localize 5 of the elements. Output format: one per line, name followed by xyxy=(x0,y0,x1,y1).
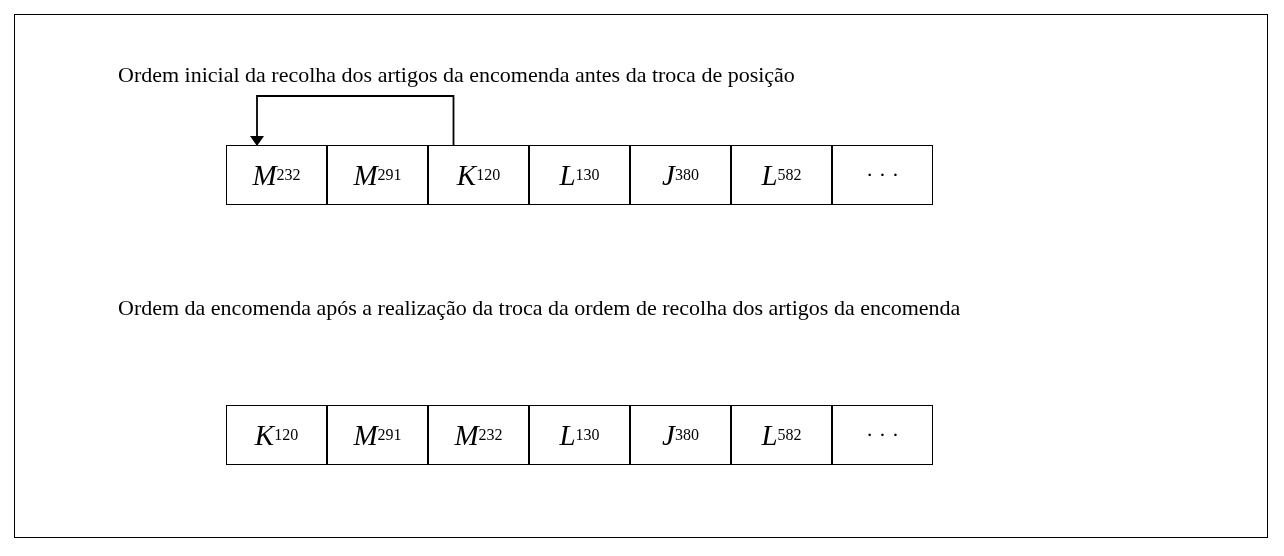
caption-text: Ordem inicial da recolha dos artigos da encomenda antes da troca de posição xyxy=(118,61,796,89)
caption-text: Ordem da encomenda após a realização da troca da ordem de recolha dos artigos da encomenda xyxy=(117,294,962,322)
array-cell: · · · xyxy=(832,145,933,205)
array-cell: · · · xyxy=(832,405,933,465)
arrow xyxy=(250,95,455,146)
